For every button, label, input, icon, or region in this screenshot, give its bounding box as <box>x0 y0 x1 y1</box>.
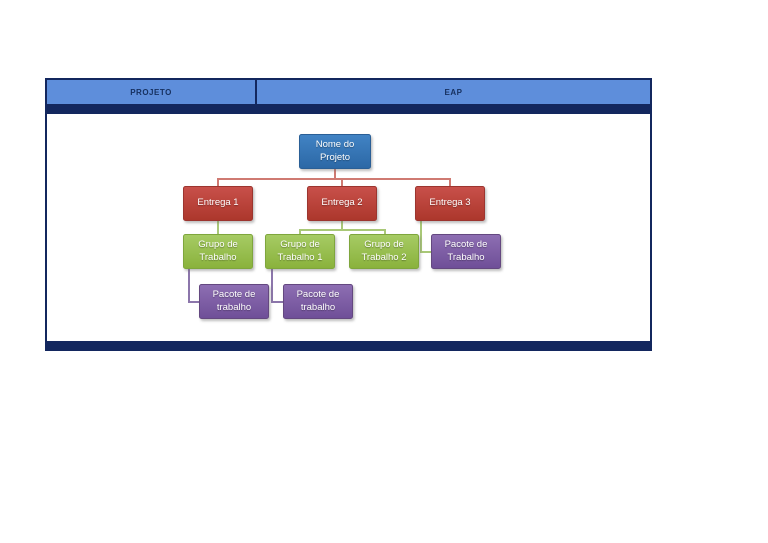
node-grupo-de-trabalho: Grupo de Trabalho <box>183 234 253 269</box>
header-cell-eap: EAP <box>257 80 650 104</box>
connector-root-stub <box>334 168 336 178</box>
diagram-body: Nome do Projeto Entrega 1 Entrega 2 Entr… <box>47 114 650 341</box>
node-entrega-3: Entrega 3 <box>415 186 485 221</box>
connector-entrega3-elbow-h <box>420 251 431 253</box>
connector-grupo1-elbow-h <box>271 301 283 303</box>
node-nome-do-projeto: Nome do Projeto <box>299 134 371 169</box>
connector-drop-entrega-3 <box>449 178 451 187</box>
connector-grupo-elbow-h <box>188 301 199 303</box>
connector-entrega2-horizontal <box>299 229 385 231</box>
connector-grupo-elbow-v <box>188 269 190 302</box>
connector-drop-entrega-2 <box>341 178 343 187</box>
header-cell-projeto: PROJETO <box>47 80 257 104</box>
header-projeto-label: PROJETO <box>130 87 172 97</box>
wbs-frame: PROJETO EAP Nome do Projeto Entrega 1 En… <box>45 78 652 351</box>
connector-drop-entrega-1 <box>217 178 219 187</box>
node-entrega-2: Entrega 2 <box>307 186 377 221</box>
connector-root-horizontal <box>217 178 450 180</box>
connector-entrega3-elbow-v <box>420 221 422 252</box>
node-grupo-de-trabalho-2: Grupo de Trabalho 2 <box>349 234 419 269</box>
connector-drop-grupo-1 <box>299 229 301 235</box>
header-separator-bar <box>47 104 650 114</box>
node-entrega-1: Entrega 1 <box>183 186 253 221</box>
node-pacote-de-trabalho-gt: Pacote de trabalho <box>199 284 269 319</box>
header-eap-label: EAP <box>444 87 463 97</box>
connector-entrega1-grupo <box>217 221 219 235</box>
connector-grupo1-elbow-v <box>271 269 273 302</box>
node-grupo-de-trabalho-1: Grupo de Trabalho 1 <box>265 234 335 269</box>
bottom-bar <box>47 341 650 349</box>
header-row: PROJETO EAP <box>47 80 650 104</box>
connector-drop-grupo-2 <box>384 229 386 235</box>
node-pacote-de-trabalho-gt1: Pacote de trabalho <box>283 284 353 319</box>
node-pacote-de-trabalho-entrega3: Pacote de Trabalho <box>431 234 501 269</box>
connector-entrega2-stub <box>341 221 343 230</box>
